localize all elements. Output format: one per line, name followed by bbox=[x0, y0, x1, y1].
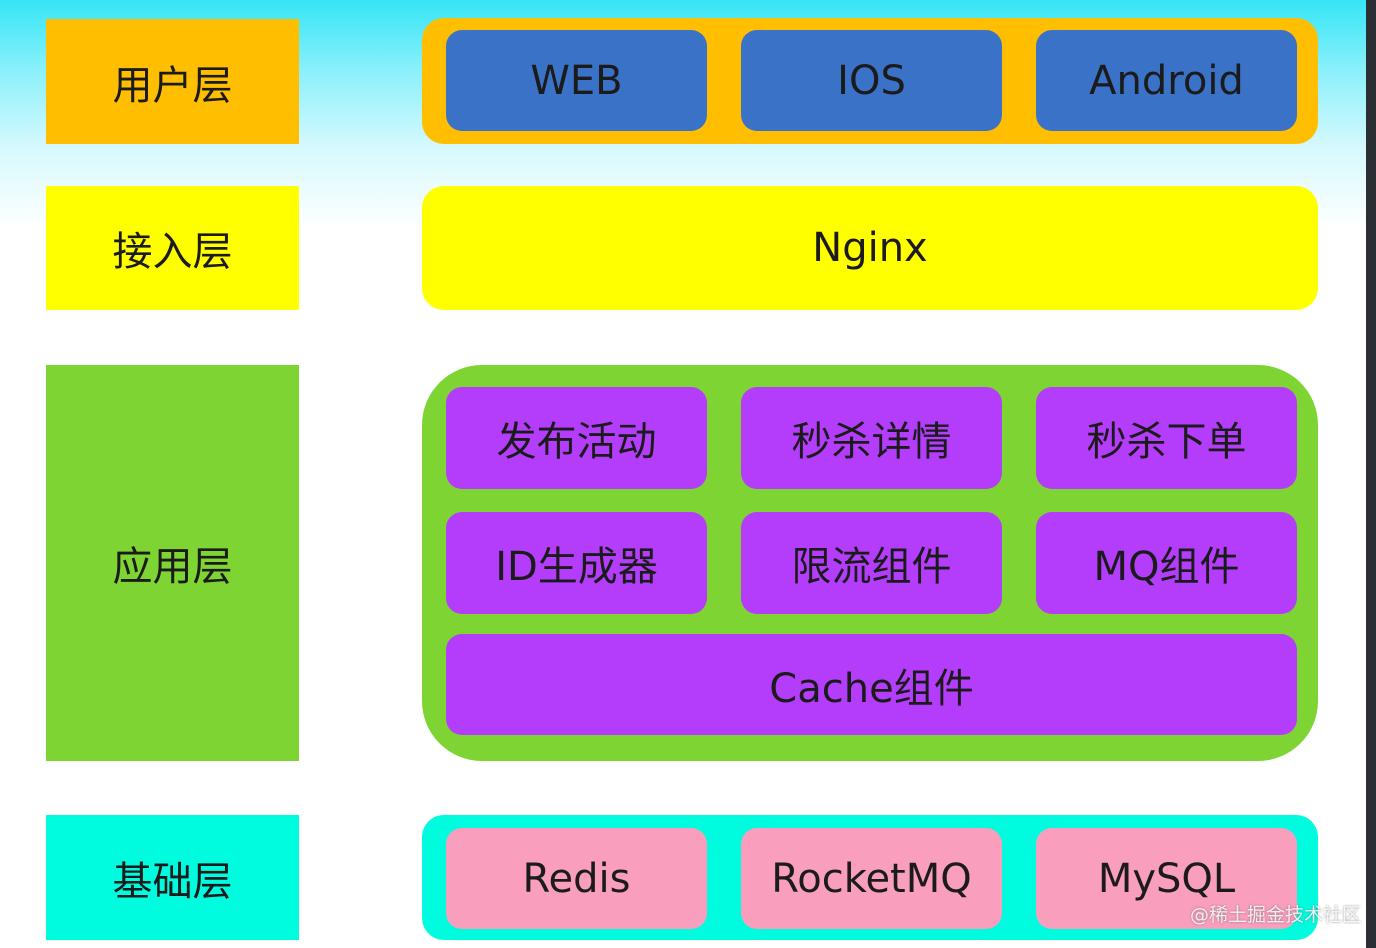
window-edge bbox=[1366, 0, 1376, 948]
base-layer-label-text: 基础层 bbox=[112, 858, 233, 905]
seckill-detail-node: 秒杀详情 bbox=[741, 387, 1002, 489]
web-node: WEB bbox=[446, 30, 707, 131]
app-layer-label: 应用层 bbox=[46, 365, 299, 761]
ios-node: IOS bbox=[741, 30, 1002, 131]
rocketmq-node: RocketMQ bbox=[741, 828, 1002, 929]
seckill-order-node: 秒杀下单 bbox=[1036, 387, 1297, 489]
user-layer-label: 用户层 bbox=[46, 19, 299, 144]
redis-node: Redis bbox=[446, 828, 707, 929]
app-layer-label-text: 应用层 bbox=[112, 544, 233, 590]
rate-limit-node: 限流组件 bbox=[741, 512, 1002, 614]
id-generator-node: ID生成器 bbox=[446, 512, 707, 614]
app-layer-group: 发布活动 秒杀详情 秒杀下单 ID生成器 限流组件 MQ组件 Cache组件 bbox=[422, 365, 1318, 761]
android-node: Android bbox=[1036, 30, 1297, 131]
user-layer-label-text: 用户层 bbox=[112, 62, 233, 109]
base-layer-group: Redis RocketMQ MySQL bbox=[422, 815, 1318, 940]
nginx-node: Nginx bbox=[812, 225, 928, 271]
publish-activity-node: 发布活动 bbox=[446, 387, 707, 489]
mq-component-node: MQ组件 bbox=[1036, 512, 1297, 614]
watermark: @稀土掘金技术社区 bbox=[1190, 904, 1362, 926]
base-layer-label: 基础层 bbox=[46, 815, 299, 940]
cache-component-node: Cache组件 bbox=[446, 634, 1297, 735]
access-layer-group: Nginx bbox=[422, 186, 1318, 310]
user-layer-group: WEB IOS Android bbox=[422, 18, 1318, 144]
access-layer-label-text: 接入层 bbox=[112, 229, 233, 275]
access-layer-label: 接入层 bbox=[46, 186, 299, 310]
mysql-node: MySQL bbox=[1036, 828, 1297, 929]
